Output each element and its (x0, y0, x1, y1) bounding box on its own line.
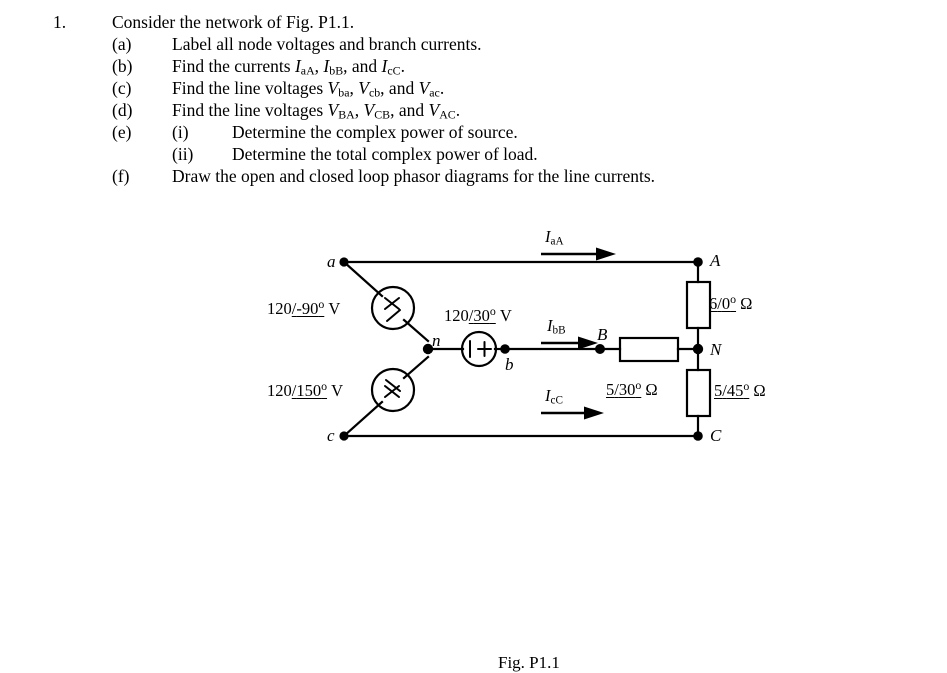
item-label-d: (d) (112, 100, 133, 120)
current-arrow-bB (541, 336, 598, 350)
part-c-v2: Vcb (358, 78, 381, 100)
circuit-figure: a c n b A B N C 120/-90o V 120/150o V 12… (0, 210, 947, 672)
item-text-d: Find the line voltages VBA, VCB, and VAC… (172, 100, 461, 122)
part-d-verb: Find the line voltages (172, 100, 324, 120)
item-label-b: (b) (112, 56, 133, 76)
node-dot-b (500, 344, 510, 354)
item-text-b: Find the currents IaA, IbB, and IcC. (172, 56, 405, 78)
node-label-N: N (710, 340, 722, 359)
node-label-C: C (710, 426, 722, 445)
item-label-a: (a) (112, 34, 132, 54)
item-label-f: (f) (112, 166, 130, 186)
current-label-aA: IaA (545, 227, 564, 248)
source-b-value: 120/30o V (444, 304, 512, 325)
item-label-e-i: (i) (172, 122, 189, 142)
part-b-i1: IaA (294, 56, 315, 78)
node-label-n: n (432, 331, 441, 350)
current-label-bB: IbB (547, 316, 566, 337)
node-label-b: b (505, 355, 514, 374)
wire-c-to-source-c (342, 400, 384, 438)
node-dot-N (692, 343, 704, 355)
impedance-box-BN (618, 336, 680, 363)
part-c-v3: Vac (418, 78, 440, 100)
node-dot-a (339, 257, 349, 267)
item-text-e-i: Determine the complex power of source. (232, 122, 518, 142)
node-dot-n (422, 343, 434, 355)
part-d-v3: VAC (428, 100, 456, 122)
node-label-a: a (327, 252, 336, 271)
item-text-a: Label all node voltages and branch curre… (172, 34, 482, 54)
node-dot-C (693, 431, 703, 441)
node-label-c: c (327, 426, 335, 445)
source-circle-a (370, 285, 416, 331)
current-arrow-cC (541, 406, 604, 420)
source-circle-c (370, 367, 416, 413)
part-c-verb: Find the line voltages (172, 78, 324, 98)
part-b-i2: IbB (323, 56, 344, 78)
impedance-label-BN: 5/30o Ω (606, 378, 658, 399)
part-d-v2: VCB (363, 100, 391, 122)
source-b-polarity-glyph (469, 340, 492, 358)
impedance-box-AN (685, 280, 712, 330)
source-a-polarity-glyph (384, 297, 401, 322)
impedance-label-CN: 5/45o Ω (714, 379, 766, 400)
item-text-c: Find the line voltages Vba, Vcb, and Vac… (172, 78, 445, 100)
item-text-f: Draw the open and closed loop phasor dia… (172, 166, 656, 186)
node-label-B: B (597, 325, 608, 344)
source-circle-b (460, 330, 498, 368)
part-b-i3: IcC (381, 56, 401, 78)
source-a-value: 120/-90o V (267, 297, 341, 318)
source-c-value: 120/150o V (267, 379, 344, 400)
node-dot-B (595, 344, 605, 354)
part-c-v1: Vba (327, 78, 350, 100)
figure-caption: Fig. P1.1 (498, 653, 560, 672)
current-arrows (541, 247, 616, 420)
node-dot-c (339, 431, 349, 441)
part-d-conj: and (398, 100, 425, 120)
junction-dots (339, 257, 704, 441)
impedance-box-CN (685, 368, 712, 418)
part-b-verb: Find the currents (172, 56, 291, 76)
node-label-A: A (710, 251, 721, 270)
item-label-e: (e) (112, 122, 132, 142)
impedance-label-AN: 6/0o Ω (709, 292, 753, 313)
problem-number: 1. (53, 12, 67, 32)
problem-statement: 1. Consider the network of Fig. P1.1. (a… (0, 0, 947, 215)
wire-a-to-source-a (342, 260, 384, 298)
problem-intro: Consider the network of Fig. P1.1. (112, 12, 355, 32)
item-label-c: (c) (112, 78, 132, 98)
item-label-e-ii: (ii) (172, 144, 194, 164)
source-c-polarity-glyph (384, 379, 401, 398)
node-dot-A (693, 257, 703, 267)
item-text-e-ii: Determine the total complex power of loa… (232, 144, 538, 164)
current-label-cC: IcC (545, 386, 563, 407)
part-c-conj: and (388, 78, 415, 98)
part-b-conj: and (351, 56, 378, 76)
part-d-v1: VBA (327, 100, 355, 122)
circuit-schematic-svg (339, 247, 712, 441)
current-arrow-aA (541, 247, 616, 261)
